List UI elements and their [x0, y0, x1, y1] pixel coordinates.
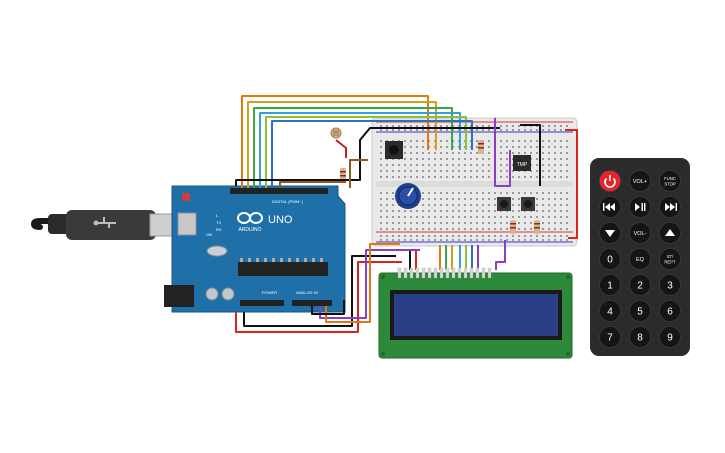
mcu-chip [238, 262, 328, 276]
remote-9-button[interactable]: 9 [659, 326, 681, 348]
remote-vol-down-button[interactable]: VOL- [629, 222, 651, 244]
arduino-logo-icon [237, 212, 263, 224]
fast-forward-icon [665, 203, 677, 211]
power-label: POWER [262, 290, 277, 295]
remote-vol-up-button[interactable]: VOL+ [629, 170, 651, 192]
up-arrow-icon [665, 229, 675, 236]
remote-st-rept-button-label: ST/ [667, 254, 674, 259]
remote-5-button-label: 5 [637, 307, 643, 318]
remote-2-button[interactable]: 2 [629, 274, 651, 296]
play-pause-icon [635, 203, 646, 211]
l-label: L [216, 213, 219, 218]
remote-eq-button[interactable]: EQ [629, 248, 651, 270]
digital-header [230, 188, 328, 194]
push-button-1[interactable] [497, 197, 511, 211]
potentiometer[interactable] [395, 183, 421, 209]
down-arrow-icon [605, 230, 615, 237]
remote-5-button[interactable]: 5 [629, 300, 651, 322]
remote-power-button[interactable] [599, 170, 621, 192]
remote-func-stop-button-label-line2: STOP [664, 182, 676, 187]
remote-rewind-button[interactable] [599, 196, 621, 218]
rx-label: RX [216, 227, 222, 232]
analog-label: ANALOG IN [296, 290, 318, 295]
remote-st-rept-button-label-line2: REPT [664, 260, 676, 265]
temp-sensor-label: TMP [517, 162, 528, 168]
remote-7-button-label: 7 [607, 333, 613, 344]
breadboard[interactable] [371, 117, 578, 247]
photoresistor[interactable] [330, 127, 342, 139]
power-jack [164, 285, 194, 307]
remote-2-button-label: 2 [637, 281, 643, 292]
remote-6-button-label: 6 [667, 307, 673, 318]
remote-4-button-label: 4 [607, 307, 613, 318]
reset-button[interactable] [182, 193, 190, 201]
tx-label: TX [216, 220, 221, 225]
usb-cable[interactable] [30, 210, 177, 240]
push-button-2[interactable] [521, 197, 535, 211]
remote-up-button[interactable] [659, 222, 681, 244]
remote-7-button[interactable]: 7 [599, 326, 621, 348]
remote-st-rept-button[interactable]: ST/REPT [659, 248, 681, 270]
remote-1-button-label: 1 [607, 281, 613, 292]
remote-down-button[interactable] [599, 222, 621, 244]
wires [235, 95, 578, 333]
remote-fast-forward-button[interactable] [659, 196, 681, 218]
lcd-pins [397, 267, 492, 279]
resistor[interactable] [340, 140, 540, 234]
board-model: UNO [268, 214, 293, 226]
power-icon [604, 175, 616, 188]
board-brand: ARDUINO [238, 227, 261, 233]
remote-0-button-label: 0 [607, 255, 613, 266]
analog-header [292, 300, 332, 306]
remote-8-button[interactable]: 8 [629, 326, 651, 348]
digital-label: DIGITAL (PWM~) [272, 199, 304, 204]
ir-receiver[interactable] [385, 141, 403, 159]
remote-vol-up-button-label: VOL+ [633, 179, 647, 185]
temperature-sensor[interactable]: TMP [513, 155, 531, 171]
lcd-screen [394, 294, 558, 336]
remote-play-pause-button[interactable] [629, 196, 651, 218]
remote-8-button-label: 8 [637, 333, 643, 344]
remote-1-button[interactable]: 1 [599, 274, 621, 296]
remote-vol-down-button-label: VOL- [634, 231, 647, 237]
remote-func-stop-button-label: FUNC [664, 176, 676, 181]
rewind-icon [603, 203, 615, 211]
on-label: ON [206, 232, 212, 237]
lcd-display[interactable] [378, 267, 573, 359]
remote-9-button-label: 9 [667, 333, 673, 344]
arduino-board[interactable]: ARDUINO UNO DIGITAL (PWM~) POWER ANALOG … [164, 185, 346, 313]
remote-eq-button-label: EQ [636, 257, 645, 263]
usb-icon [93, 217, 116, 228]
remote-0-button[interactable]: 0 [599, 248, 621, 270]
remote-3-button-label: 3 [667, 281, 673, 292]
power-header [240, 300, 284, 306]
remote-3-button[interactable]: 3 [659, 274, 681, 296]
remote-4-button[interactable]: 4 [599, 300, 621, 322]
remote-6-button[interactable]: 6 [659, 300, 681, 322]
